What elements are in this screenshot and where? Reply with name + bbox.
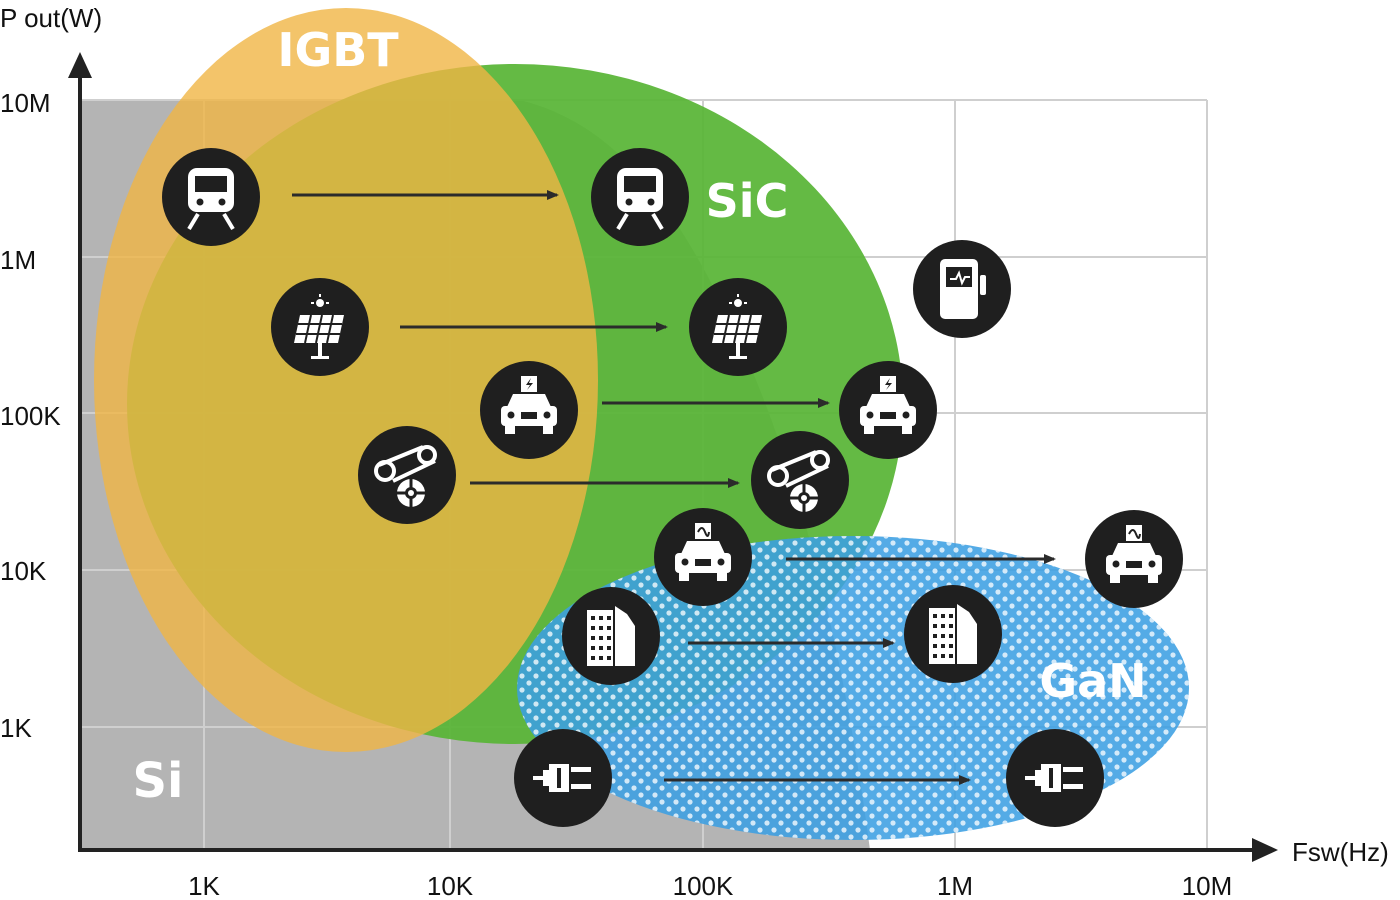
x-tick-label: 1M: [937, 871, 973, 900]
power-plug-icon: [514, 729, 612, 827]
y-axis-title: P out(W): [0, 3, 102, 33]
igbt-label: IGBT: [277, 23, 399, 77]
motor-drive-icon: [751, 431, 849, 529]
solar-panel-icon: [689, 278, 787, 376]
train-icon: [162, 148, 260, 246]
y-tick-label: 1M: [0, 245, 36, 275]
hybrid-car-icon: [1085, 510, 1183, 608]
building-icon: [904, 585, 1002, 683]
power-plug-icon: [1006, 729, 1104, 827]
y-tick-label: 100K: [0, 401, 61, 431]
building-icon: [562, 587, 660, 685]
electric-car-icon: [480, 361, 578, 459]
transition-arrows: [292, 190, 1056, 785]
si-label: Si: [132, 753, 183, 809]
solar-panel-icon: [271, 278, 369, 376]
x-tick-label: 1K: [188, 871, 220, 900]
electric-car-icon: [839, 361, 937, 459]
y-tick-label: 10K: [0, 556, 47, 586]
ev-charger-icon: [913, 240, 1011, 338]
sic-label: SiC: [706, 174, 789, 228]
hybrid-car-icon: [654, 508, 752, 606]
y-tick-label: 1K: [0, 713, 32, 743]
gan-label: GaN: [1039, 654, 1146, 708]
x-tick-label: 10M: [1182, 871, 1233, 900]
motor-drive-icon: [358, 426, 456, 524]
x-axis-title: Fsw(Hz): [1292, 837, 1389, 867]
x-tick-label: 100K: [673, 871, 734, 900]
train-icon: [591, 148, 689, 246]
x-tick-label: 10K: [427, 871, 474, 900]
y-tick-label: 10M: [0, 88, 51, 118]
